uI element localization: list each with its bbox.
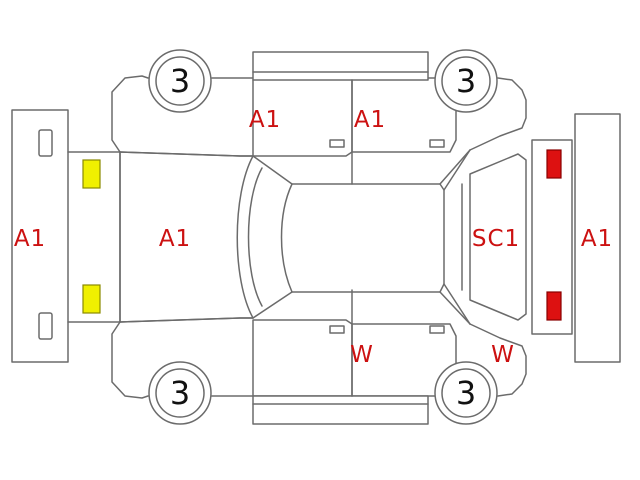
label-door-rear-left: W: [350, 342, 374, 368]
roof: [291, 183, 445, 293]
windshield-inner: [247, 167, 263, 307]
tire-rear-right: 3: [434, 49, 498, 113]
tire-front-left-grade: 3: [170, 374, 190, 412]
left-rocker-panel: [252, 395, 429, 425]
tire-front-right-grade: 3: [170, 62, 190, 100]
rear-bumper-outline: [574, 113, 621, 363]
tire-front-left: 3: [148, 361, 212, 425]
label-quarter-rear-left: W: [491, 342, 515, 368]
front-marker-top: [38, 129, 53, 157]
front-bumper-outline: [11, 109, 69, 363]
label-door-rear-right: A1: [354, 107, 386, 133]
label-back-door: SC1: [472, 226, 520, 252]
roof-pillar-left: [439, 291, 471, 325]
right-rear-handle: [429, 139, 445, 148]
right-front-handle: [329, 139, 345, 148]
tail-lamp-bottom: [546, 291, 562, 321]
headlamp-bottom: [82, 284, 101, 314]
tire-rear-right-grade: 3: [456, 62, 476, 100]
headlamp-top: [82, 159, 101, 189]
tail-lamp-top: [546, 149, 562, 179]
label-front-bumper: A1: [14, 226, 46, 252]
label-hood: A1: [159, 226, 191, 252]
tire-rear-left-grade: 3: [456, 374, 476, 412]
tire-front-right: 3: [148, 49, 212, 113]
right-rocker-panel: [252, 51, 429, 81]
front-marker-bottom: [38, 312, 53, 340]
label-door-front-right: A1: [249, 107, 281, 133]
left-front-handle: [329, 325, 345, 334]
rear-window: [443, 149, 471, 325]
label-rear-bumper: A1: [581, 226, 613, 252]
windshield: [236, 155, 293, 319]
left-rear-handle: [429, 325, 445, 334]
tire-rear-left: 3: [434, 361, 498, 425]
back-door-panel: [469, 153, 527, 321]
tail-panel: [531, 139, 573, 335]
roof-pillar-right: [439, 149, 471, 185]
